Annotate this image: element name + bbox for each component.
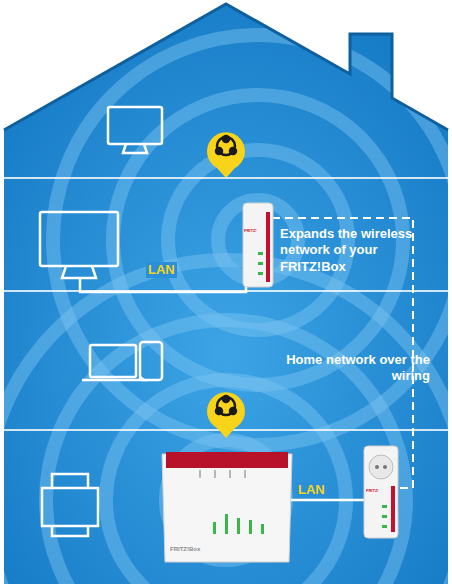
- wifi-waves: [0, 35, 452, 584]
- powerline-adapter-upper: [243, 203, 273, 287]
- callout-text: Home network over the wiring: [280, 352, 430, 385]
- device-logo: FRITZ!: [244, 228, 266, 233]
- roof-outline: [4, 4, 448, 130]
- cable-label: LAN: [296, 482, 327, 498]
- lan-cables: [80, 278, 367, 500]
- powerline-adapter-lower: [364, 446, 398, 538]
- device-logo: FRITZ!Box: [170, 546, 230, 554]
- house-body: [4, 4, 448, 584]
- device-logo: FRITZ!: [366, 488, 388, 493]
- wifi-pin: [207, 392, 245, 438]
- cable-label: LAN: [146, 262, 177, 278]
- wifi-pin: [207, 132, 245, 178]
- callout-text: Expands the wireless network of your FRI…: [280, 226, 430, 275]
- devices: [40, 107, 162, 536]
- floor-lines: [4, 178, 448, 430]
- fritzbox-router: [162, 452, 292, 562]
